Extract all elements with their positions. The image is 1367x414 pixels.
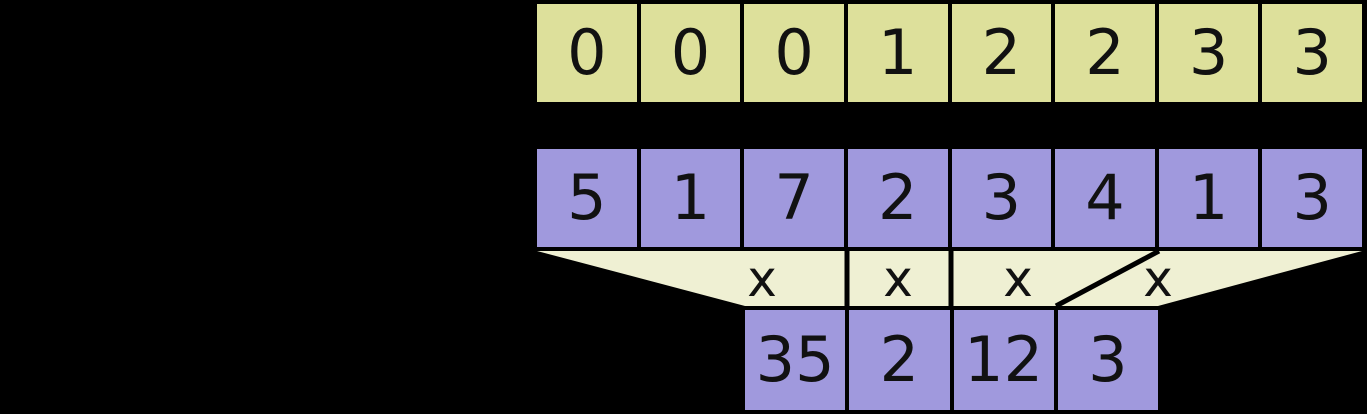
flag-cell: 3	[1158, 4, 1259, 102]
input-value-cell: 5	[537, 149, 637, 247]
flag-cell: 0	[744, 4, 844, 102]
result-value-cell: 35	[745, 310, 846, 410]
flag-cell: 0	[537, 4, 637, 102]
flag-cell: 0	[640, 4, 741, 102]
multiply-operator-label: x	[747, 250, 777, 308]
flag-cell: 2	[1055, 4, 1155, 102]
funnel-divider-line-diagonal	[1054, 251, 1161, 306]
result-value-cell: 12	[953, 310, 1054, 410]
result-value-cell: 3	[1057, 310, 1158, 410]
flag-cell: 1	[847, 4, 948, 102]
multiply-operator-label: x	[883, 250, 913, 308]
flag-cell: 2	[951, 4, 1052, 102]
flag-cell: 3	[1262, 4, 1362, 102]
input-value-cell: 1	[1158, 149, 1259, 247]
input-value-cell: 3	[951, 149, 1052, 247]
input-value-cell: 1	[640, 149, 741, 247]
reduction-funnel	[537, 251, 1362, 306]
input-value-cell: 7	[744, 149, 844, 247]
multiply-operator-label: x	[1143, 250, 1173, 308]
input-value-cell: 4	[1055, 149, 1155, 247]
input-value-cell: 3	[1262, 149, 1362, 247]
result-value-cell: 2	[849, 310, 950, 410]
input-value-cell: 2	[847, 149, 948, 247]
multiply-operator-label: x	[1003, 250, 1033, 308]
